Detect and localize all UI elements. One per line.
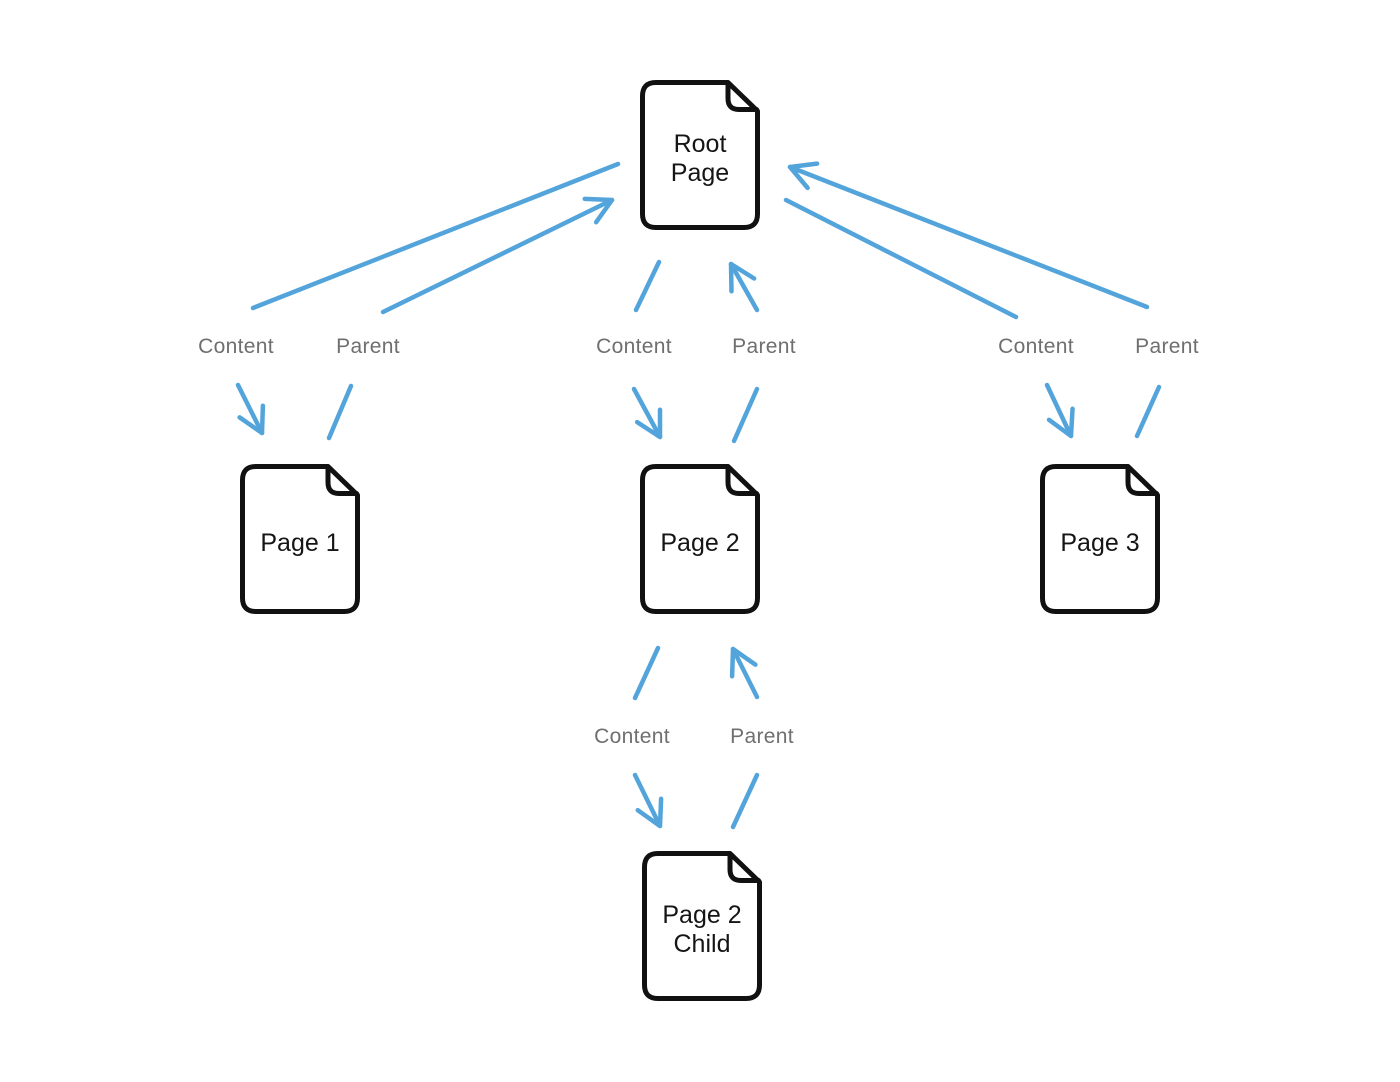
document-icon: [240, 464, 360, 614]
document-icon: [642, 851, 762, 1001]
node-label-page-2: Page 2: [660, 528, 740, 557]
node-label-page-1: Page 1: [260, 528, 340, 557]
arrow-parent-page1-lower-segment: [326, 383, 354, 441]
arrow-content-root-to-page2: [631, 386, 663, 440]
edge-label-content-page2: Content: [596, 335, 672, 358]
arrow-parent-page3-to-root: [787, 161, 1150, 310]
edge-label-parent-page3: Parent: [1135, 335, 1199, 358]
arrow-content-root-page1-upper-segment: [250, 161, 621, 311]
arrow-parent-child-to-page2: [729, 646, 760, 700]
document-icon: [640, 464, 760, 614]
node-page-2: Page 2: [640, 464, 760, 614]
node-label-root-page: Root Page: [670, 130, 730, 187]
arrow-content-root-to-page1: [235, 382, 266, 436]
node-label-page-3: Page 3: [1060, 528, 1140, 557]
edge-label-parent-page2: Parent: [732, 335, 796, 358]
arrow-content-root-page2-upper-segment: [633, 259, 662, 313]
arrow-content-page2-to-child: [632, 772, 664, 829]
arrow-content-page2-child-upper-segment: [632, 645, 661, 701]
edge-label-content-page2-child: Content: [594, 725, 670, 748]
edge-label-parent-page2-child: Parent: [730, 725, 794, 748]
document-icon: [1040, 464, 1160, 614]
edge-label-content-page3: Content: [998, 335, 1074, 358]
node-page-2-child: Page 2 Child: [642, 851, 762, 1001]
arrow-parent-page3-lower-segment: [1134, 384, 1162, 439]
arrow-parent-page2-lower-segment: [731, 386, 760, 444]
edge-label-parent-page1: Parent: [336, 335, 400, 358]
arrow-parent-page1-to-root: [380, 196, 615, 315]
arrow-parent-page2-to-root: [728, 261, 760, 313]
node-page-3: Page 3: [1040, 464, 1160, 614]
document-icon: [640, 80, 760, 230]
edge-label-content-page1: Content: [198, 335, 274, 358]
arrow-content-root-page3-upper-segment: [783, 197, 1019, 320]
arrow-content-root-to-page3: [1044, 382, 1075, 439]
node-label-page-2-child: Page 2 Child: [662, 901, 742, 958]
node-root-page: Root Page: [640, 80, 760, 230]
arrow-parent-child-lower-segment: [730, 772, 760, 830]
node-page-1: Page 1: [240, 464, 360, 614]
